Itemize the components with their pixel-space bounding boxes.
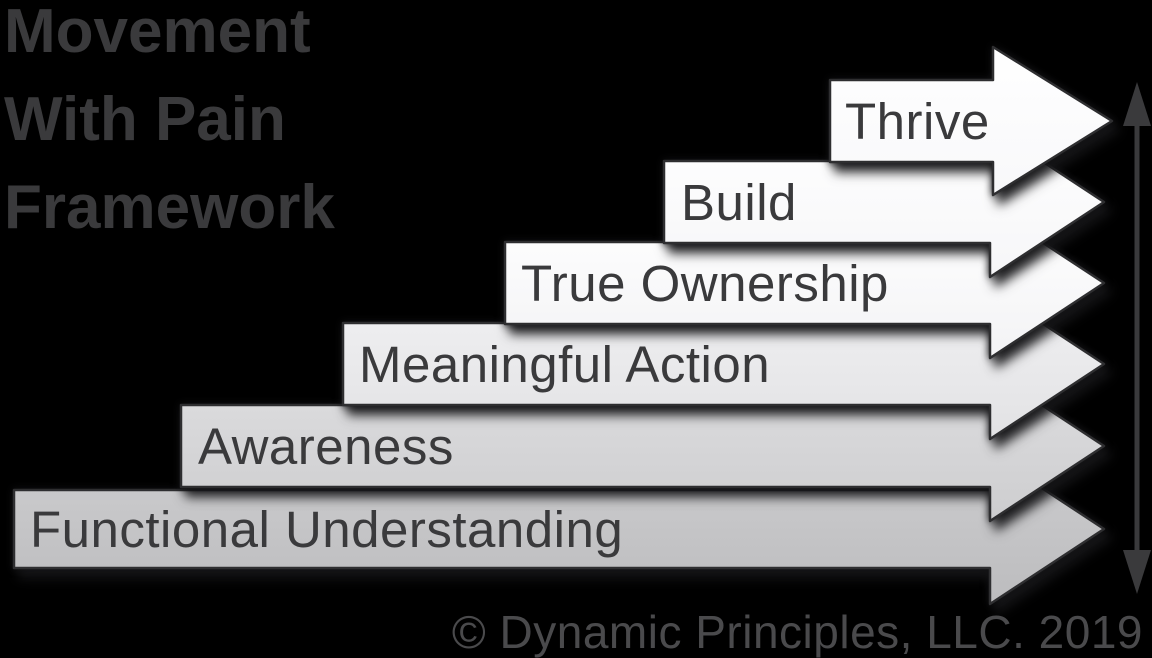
copyright-text: © Dynamic Principles, LLC. 2019 — [452, 606, 1143, 658]
thrive-arrow-shape — [828, 45, 1114, 197]
step-arrow-meaningful-action: Meaningful Action — [341, 287, 1106, 441]
up-arrowhead-icon — [1123, 82, 1151, 126]
page-title: Movement With Pain Framework — [4, 0, 335, 242]
vertical-double-arrow-icon — [1123, 82, 1151, 594]
down-arrowhead-icon — [1123, 550, 1151, 594]
awareness-label: Awareness — [198, 418, 454, 475]
step-arrow-true-ownership: True Ownership — [503, 206, 1106, 360]
build-label: Build — [681, 174, 797, 231]
title-line-3: Framework — [4, 173, 335, 242]
step-arrow-functional-understanding: Functional Understanding — [12, 452, 1106, 606]
step-arrow-awareness: Awareness — [179, 369, 1106, 523]
title-line-2: With Pain — [4, 85, 286, 154]
meaningful-action-label: Meaningful Action — [359, 336, 770, 393]
functional-understanding-label: Functional Understanding — [30, 501, 623, 558]
step-arrow-thrive: Thrive — [828, 45, 1114, 197]
true-ownership-label: True Ownership — [521, 255, 889, 312]
thrive-label: Thrive — [845, 93, 990, 150]
title-line-1: Movement — [4, 0, 311, 66]
